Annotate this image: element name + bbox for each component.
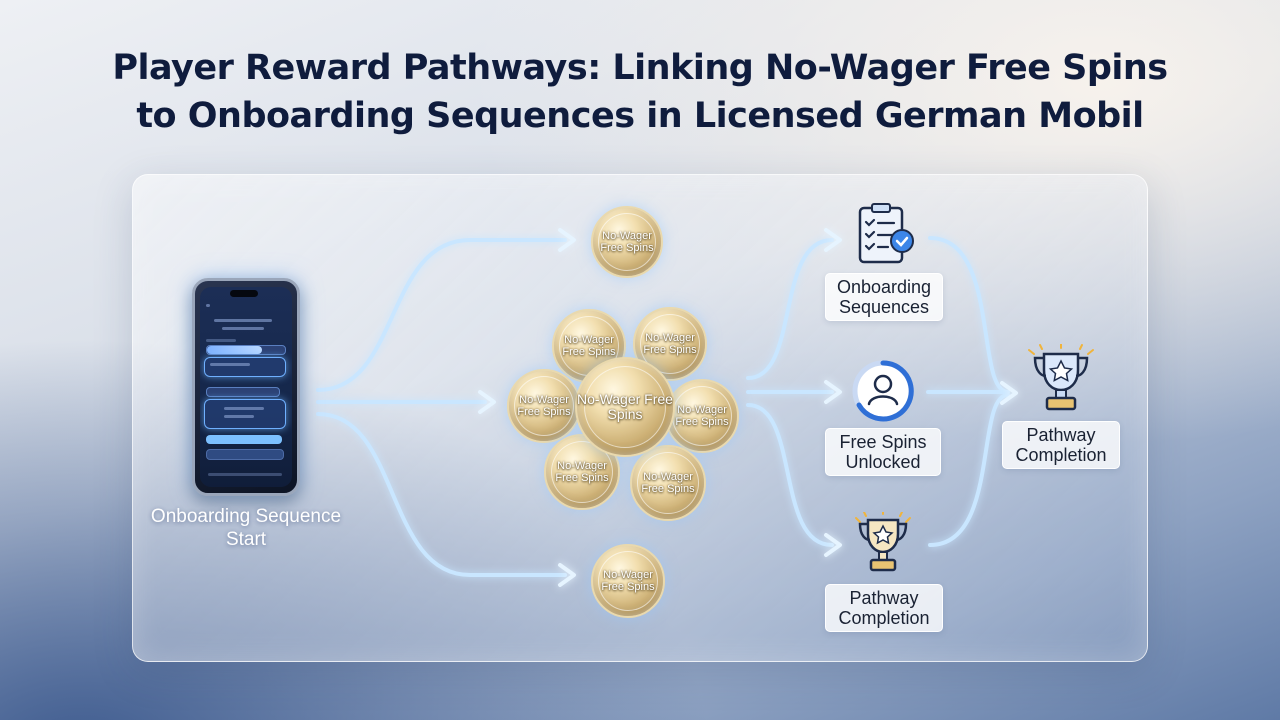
arrowhead-cluster [478,390,496,414]
flow-start-to-bottom-coin [316,412,567,577]
free-spins-unlocked-label: Free Spins Unlocked [825,428,941,476]
coin-lower-right: No-Wager Free Spins [630,445,706,521]
pathway-completion-label-lower: Pathway Completion [825,584,943,632]
onboarding-sequences-label: Onboarding Sequences [825,273,943,321]
flow-start-to-top-coin [316,238,567,392]
coin-mid-left: No-Wager Free Spins [507,369,581,443]
coin-bottom: No-Wager Free Spins [591,544,665,618]
coin-label: No-Wager Free Spins [675,404,729,428]
coin-top: No-Wager Free Spins [591,206,663,278]
smartphone-icon [192,278,300,496]
user-progress-icon [852,360,914,422]
checklist-icon [858,203,914,264]
start-caption: Onboarding Sequence Start [150,506,342,550]
coin-center: No-Wager Free Spins [575,357,675,457]
coin-label: No-Wager Free Spins [641,471,695,495]
arrowhead-final [1000,381,1018,405]
title-line-2: to Onboarding Sequences in Licensed Germ… [136,96,1144,136]
coin-label: No-Wager Free Spins [601,569,655,593]
arrowhead-completion [824,533,842,557]
flow-cluster-to-completion [746,403,834,547]
trophy-icon-final [1028,344,1094,411]
phone-screen [200,287,292,487]
pathway-completion-label-final: Pathway Completion [1002,421,1120,469]
arrowhead-unlocked [824,380,842,404]
arrowhead-bottom-coin [558,563,576,587]
coin-mid-right: No-Wager Free Spins [665,379,739,453]
coin-label: No-Wager Free Spins [562,334,616,358]
flow-completion-to-final [928,393,1010,547]
arrowhead-onboarding [824,228,842,252]
flow-cluster-to-onboarding [746,238,834,380]
coin-label: No-Wager Free Spins [643,332,697,356]
page-title: Player Reward Pathways: Linking No-Wager… [0,44,1280,140]
coin-label: No-Wager Free Spins [600,230,654,254]
title-line-1: Player Reward Pathways: Linking No-Wager… [112,48,1168,88]
coin-label: No-Wager Free Spins [517,394,571,418]
arrowhead-top-coin [558,228,576,252]
coin-label: No-Wager Free Spins [555,460,609,484]
coin-label: No-Wager Free Spins [577,391,673,422]
flow-onboarding-to-final [928,236,1010,394]
trophy-icon [855,512,911,572]
